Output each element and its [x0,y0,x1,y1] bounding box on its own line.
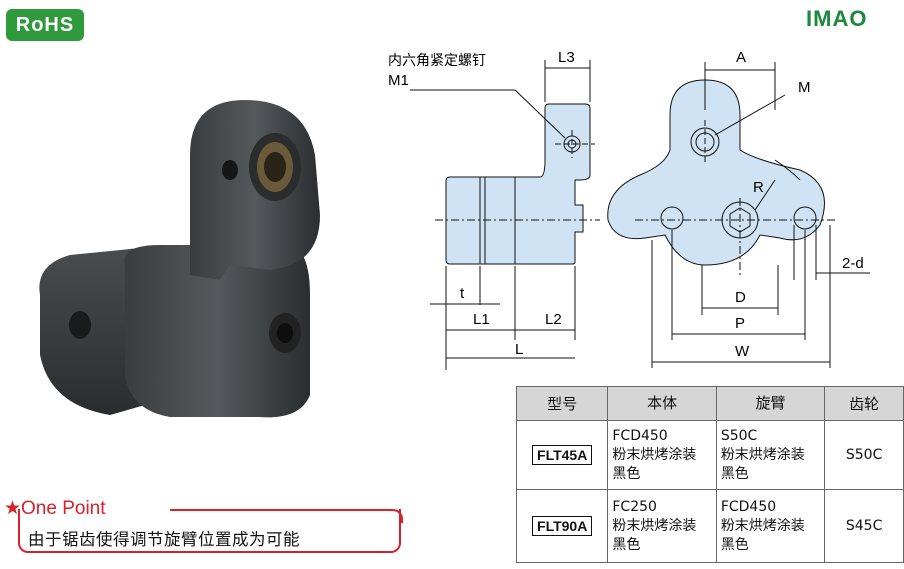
body-finish: 粉末烘烤涂装 [612,446,697,463]
dim-l2: L2 [545,311,562,328]
header-body: 本体 [607,386,717,421]
rohs-badge: RoHS [6,9,84,41]
dim-t: t [460,285,465,302]
arm-finish: 粉末烘烤涂装 [720,446,805,463]
arm-finish: 粉末烘烤涂装 [720,517,805,534]
arm-cell: FCD450 粉末烘烤涂装 黑色 [715,489,826,563]
screw-label: 内六角紧定螺钉 [388,53,486,69]
arm-cell: S50C 粉末烘烤涂装 黑色 [715,420,826,490]
imao-logo: IMAO [806,6,868,31]
header-gear: 齿轮 [824,386,904,421]
dim-l3: L3 [558,49,575,66]
gear-cell: S50C [824,420,904,490]
table-row: FLT45A FCD450 粉末烘烤涂装 黑色 S50C 粉末烘烤涂装 黑色 S… [515,420,904,490]
dim-l1: L1 [473,311,490,328]
dim-a: A [736,49,746,66]
arm-material: S50C [720,427,758,444]
gear-cell: S45C [824,489,904,563]
one-point-text: 由于锯齿使得调节旋臂位置成为可能 [28,530,300,549]
model-cell: FLT45A [515,420,609,490]
body-cell: FCD450 粉末烘烤涂装 黑色 [607,420,717,490]
dim-m: M [798,79,811,96]
one-point-title: ★One Point [4,498,106,519]
body-finish: 粉末烘烤涂装 [612,517,697,534]
dim-p: P [735,315,745,332]
model-tag: FLT90A [532,516,593,536]
model-tag: FLT45A [532,445,593,465]
arm-color: 黑色 [720,536,749,553]
arm-color: 黑色 [720,465,749,482]
dim-w: W [735,343,750,360]
body-material: FC250 [612,498,657,515]
dim-l: L [515,341,523,358]
one-point-frame [18,509,401,553]
arm-material: FCD450 [720,498,777,515]
product-photo [39,100,320,418]
body-color: 黑色 [612,536,641,553]
technical-drawing: 内六角紧定螺钉 M1 L3 t L1 L2 L A M R 2-d D P W [388,49,870,370]
material-table: 型号 本体 旋臂 齿轮 FLT45A FCD450 粉末烘烤涂装 黑色 S50C… [515,386,904,563]
header-model: 型号 [515,386,609,421]
screw-size-label: M1 [388,72,409,89]
model-cell: FLT90A [515,489,609,563]
dim-d: D [735,289,746,306]
body-cell: FC250 粉末烘烤涂装 黑色 [607,489,717,563]
header-arm: 旋臂 [715,386,826,421]
one-point-frame-top [170,509,403,523]
dim-2d: 2-d [842,255,864,272]
table-row: FLT90A FC250 粉末烘烤涂装 黑色 FCD450 粉末烘烤涂装 黑色 … [515,489,904,563]
body-material: FCD450 [612,427,668,444]
body-color: 黑色 [612,465,641,482]
dim-r: R [753,179,764,196]
table-header-row: 型号 本体 旋臂 齿轮 [515,386,904,421]
